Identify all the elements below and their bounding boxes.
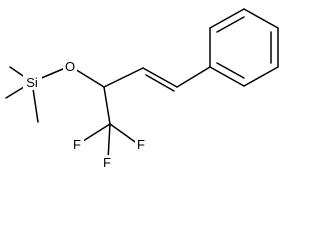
atom-f-right: F — [137, 137, 145, 152]
bond-c-f-bottom — [107, 123, 111, 161]
atom-o: O — [65, 59, 75, 74]
atom-f-left: F — [73, 137, 81, 152]
bond-c-f-left — [79, 123, 111, 144]
atom-labels: Si O F F F — [23, 58, 148, 170]
bond-alkene-second — [145, 74, 175, 92]
atom-f-bottom: F — [103, 155, 111, 170]
bond-ch-vinyl — [103, 67, 144, 88]
atom-si: Si — [26, 75, 38, 90]
bond-ch-cf3 — [103, 86, 111, 125]
bond-c-f-right — [109, 123, 139, 145]
chemical-structure: Si O F F F — [5, 8, 279, 170]
bond-alkene — [142, 67, 178, 88]
bond-vinyl-phenyl — [176, 66, 211, 88]
phenyl-ring — [209, 8, 279, 87]
